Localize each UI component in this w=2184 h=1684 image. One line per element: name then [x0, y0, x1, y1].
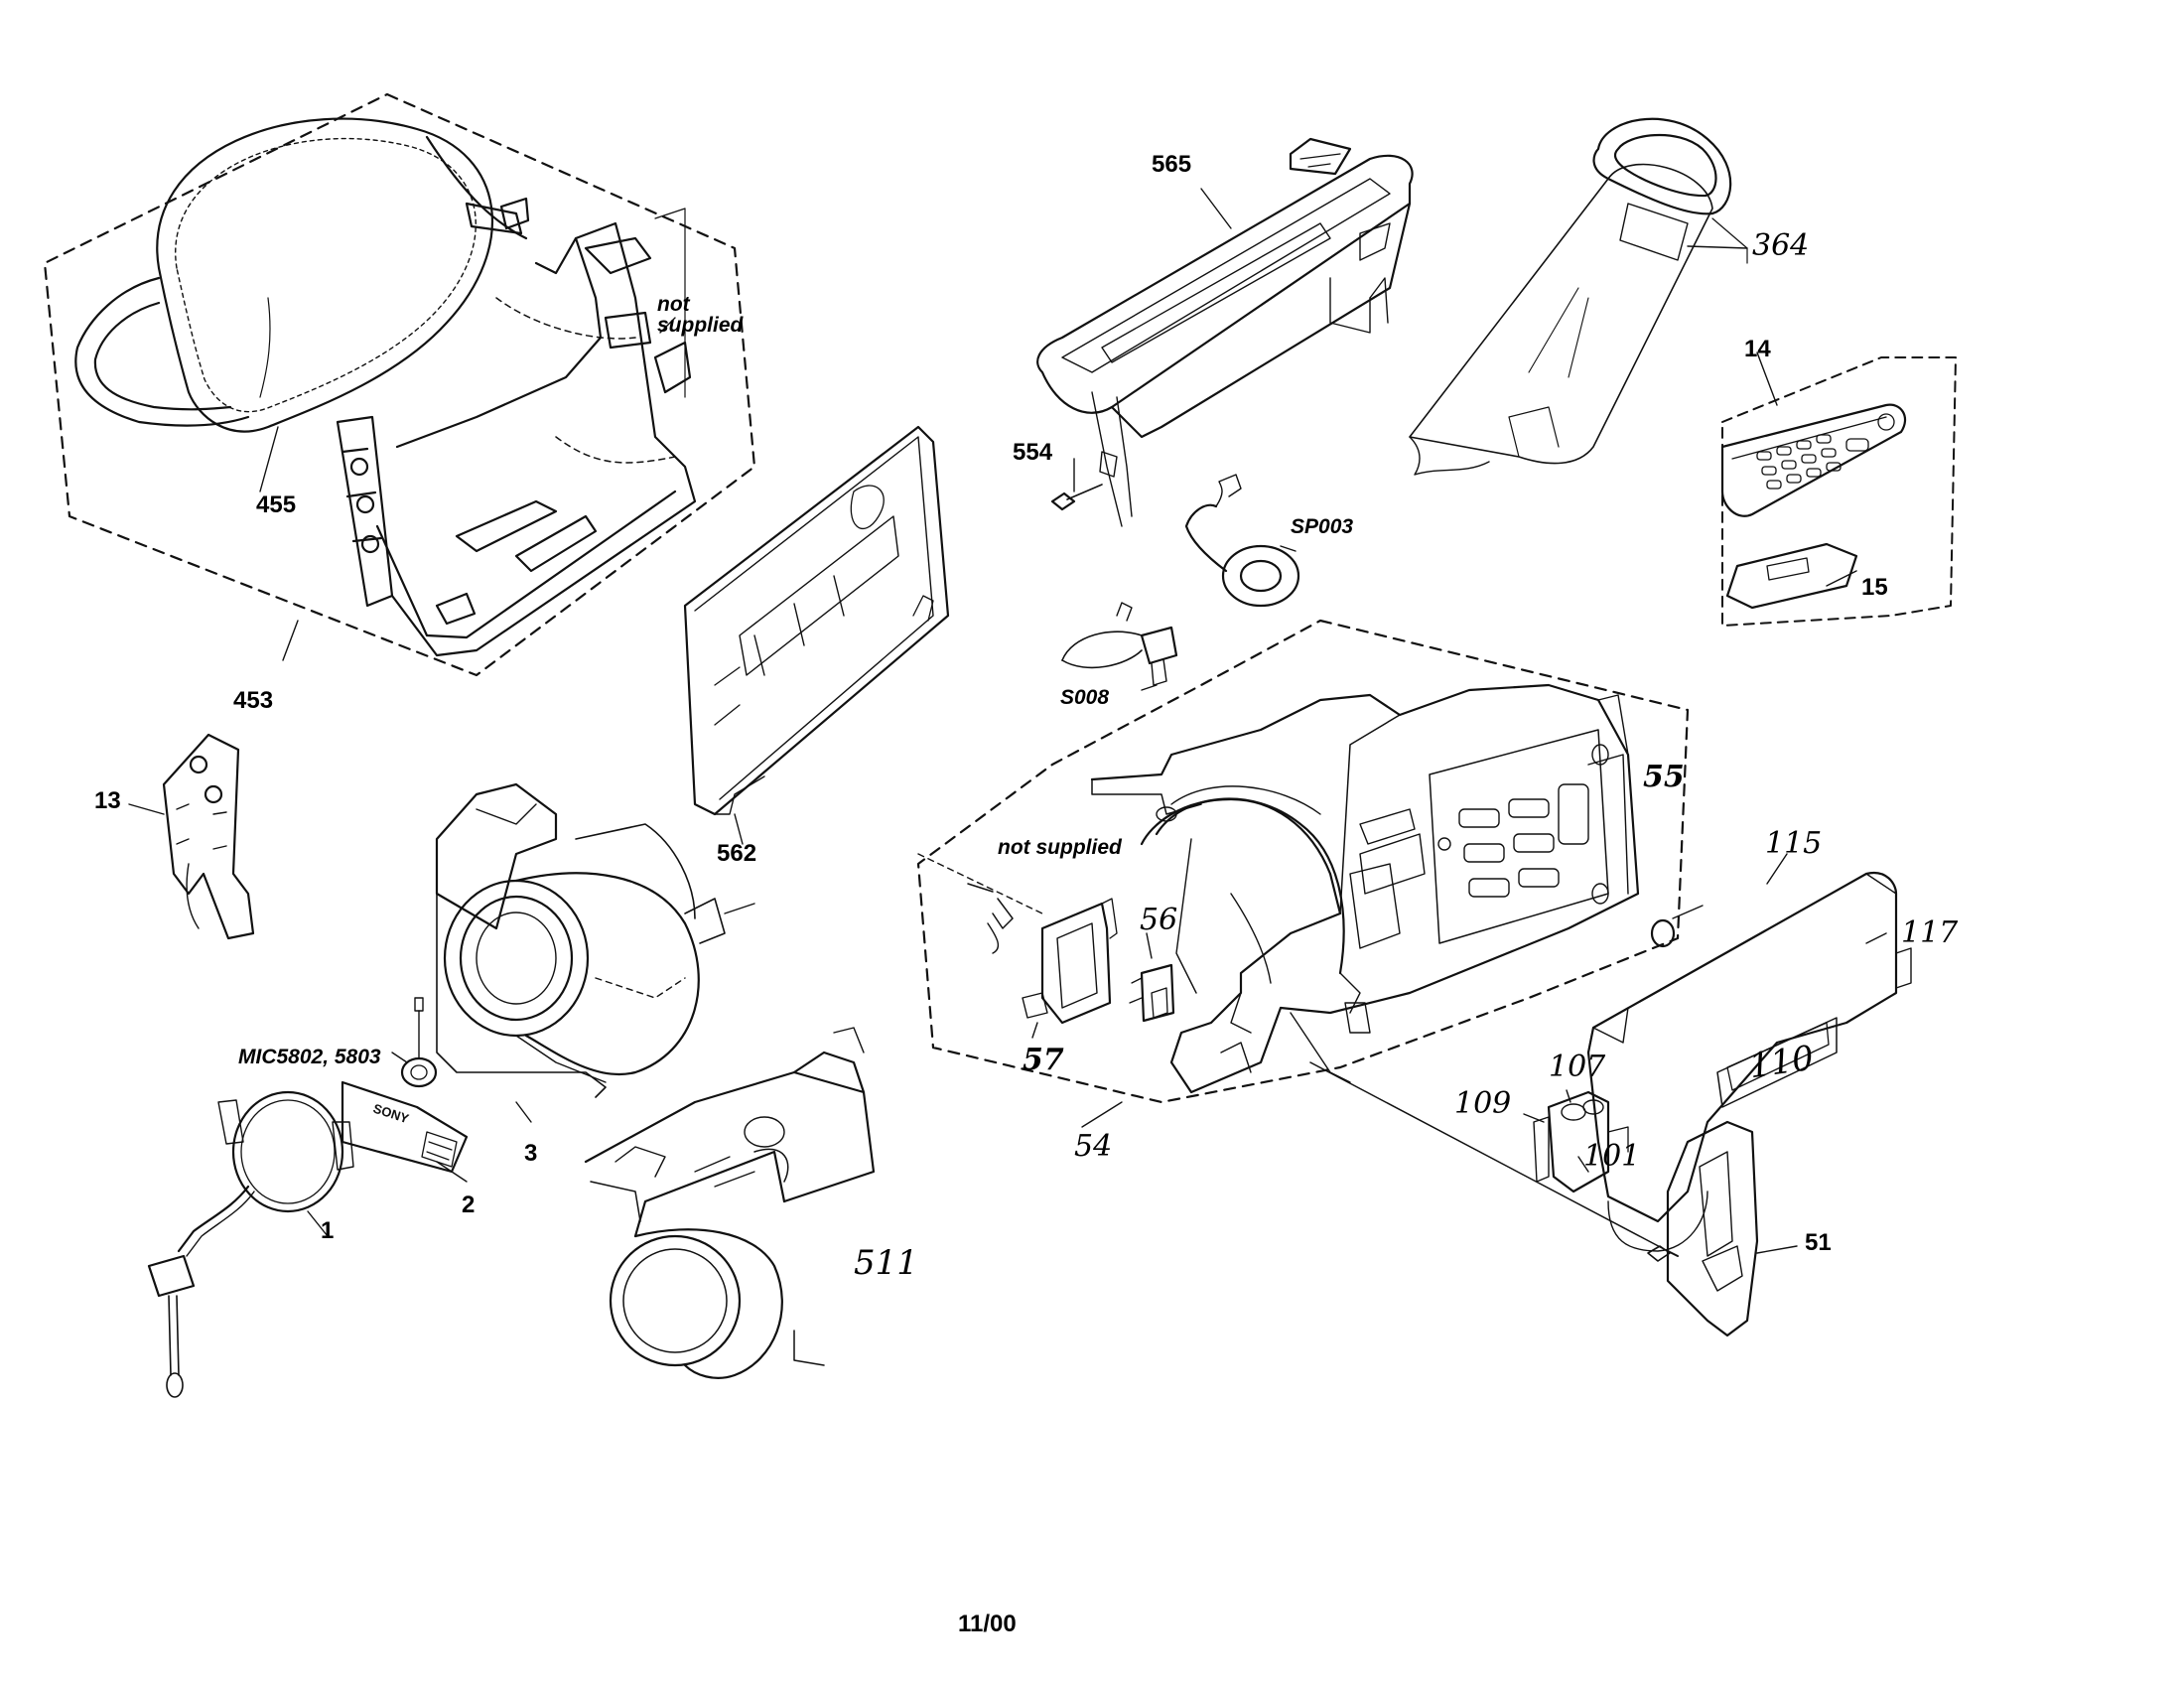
part-label-115: 115	[1765, 826, 1823, 861]
speaker-sp003	[1184, 474, 1300, 608]
lens-hood-3	[435, 782, 755, 1098]
battery-cover-15	[1725, 542, 1858, 610]
part-label-2: 2	[462, 1192, 476, 1218]
hinge-screw	[1647, 1245, 1671, 1262]
remote-group-boundary	[1721, 356, 1957, 627]
main-body-cabinet	[1090, 683, 1640, 1094]
part-label-54: 54	[1074, 1129, 1113, 1164]
part-label-s008: S008	[1060, 686, 1110, 709]
part-label-3: 3	[524, 1140, 538, 1167]
leader-lines	[128, 188, 1887, 1254]
part-label-57: 57	[1023, 1043, 1064, 1077]
part-label-56: 56	[1140, 903, 1178, 937]
top-cover-565	[1036, 137, 1414, 527]
part-label-511: 511	[854, 1243, 918, 1283]
part-label-1: 1	[321, 1217, 335, 1244]
grip-strap-455	[74, 117, 530, 433]
part-label-15: 15	[1861, 574, 1888, 601]
lens-block-511	[584, 1027, 876, 1379]
cover-51	[1666, 1120, 1759, 1337]
part-label-101: 101	[1583, 1139, 1641, 1174]
part-label-554: 554	[1013, 439, 1053, 466]
part-label-562: 562	[717, 840, 757, 867]
bracket-13	[162, 733, 255, 940]
hinge-screw-leader	[1309, 1061, 1669, 1252]
hinge-107	[1533, 1090, 1629, 1193]
group-54-boundary	[916, 619, 1690, 1104]
date-code-footer: 11/00	[958, 1611, 1017, 1637]
lcd-panel-117	[1586, 871, 1912, 1252]
part-label-sp003: SP003	[1291, 515, 1354, 538]
part-label-107: 107	[1549, 1050, 1606, 1084]
part-label-51: 51	[1805, 1229, 1832, 1256]
grip-frame	[336, 208, 697, 657]
lens-cap-1	[147, 1090, 354, 1398]
part-label-mic5802-5803: MIC5802, 5803	[238, 1046, 381, 1068]
sony-logo: SONY	[371, 1101, 411, 1127]
part-label-13: 13	[94, 787, 121, 814]
microphone-mic5802	[400, 997, 438, 1088]
part-label-453: 453	[233, 687, 274, 714]
screw-554	[1050, 451, 1118, 511]
part-label-455: 455	[256, 491, 297, 518]
switch-56	[1129, 963, 1175, 1023]
remote-control-14	[1720, 403, 1907, 517]
part-label-109: 109	[1454, 1086, 1512, 1121]
not-supplied-leader	[917, 853, 1043, 914]
viewfinder-364	[1409, 117, 1748, 476]
panel-562	[683, 425, 950, 816]
part-label-55: 55	[1643, 760, 1685, 794]
part-label-110: 110	[1746, 1038, 1817, 1087]
front-panel-2	[341, 1080, 469, 1174]
part-label-14: 14	[1744, 336, 1771, 362]
part-label-364: 364	[1752, 228, 1810, 263]
group-453-boundary	[43, 92, 756, 677]
switch-s008	[1061, 602, 1178, 686]
not-supplied-label-1: not supplied	[657, 293, 744, 337]
part-label-565: 565	[1152, 151, 1192, 178]
part-label-117: 117	[1901, 915, 1959, 950]
not-supplied-label-2: not supplied	[998, 836, 1122, 859]
cap-55	[1650, 918, 1676, 948]
mechanism-57	[987, 898, 1118, 1025]
